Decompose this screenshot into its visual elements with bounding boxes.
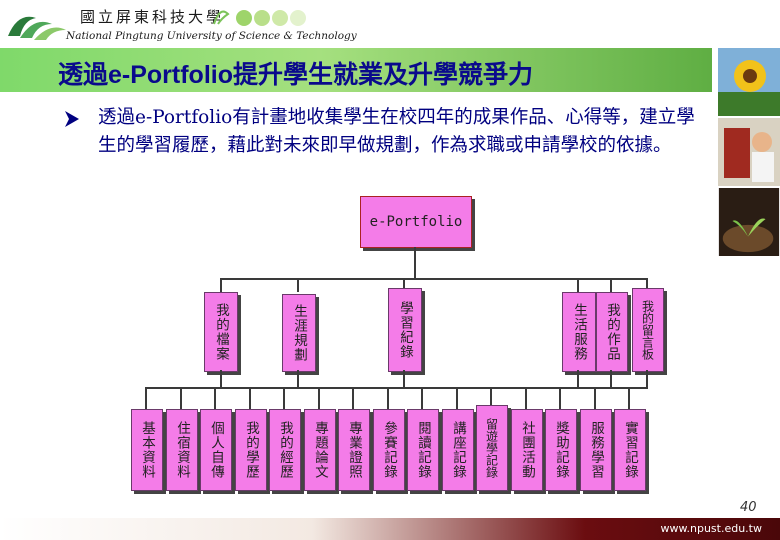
node-learning-record: 學習紀錄 bbox=[388, 288, 422, 372]
connector bbox=[403, 278, 405, 288]
connector bbox=[610, 370, 612, 388]
node-label: 我的學歷 bbox=[243, 421, 259, 479]
node-experience: 我的經歷 bbox=[269, 409, 301, 491]
connector bbox=[387, 387, 389, 409]
connector bbox=[249, 387, 251, 409]
node-life-service: 生活服務 bbox=[562, 292, 596, 372]
photo-strip bbox=[718, 48, 780, 258]
node-competitions: 參賽記錄 bbox=[373, 409, 405, 491]
footer-bar: www.npust.edu.tw bbox=[0, 518, 780, 540]
connector bbox=[145, 387, 147, 409]
worker-photo bbox=[718, 118, 780, 186]
connector bbox=[525, 387, 527, 409]
node-label: 獎助記錄 bbox=[553, 421, 569, 479]
node-label: 學習紀錄 bbox=[397, 301, 413, 359]
node-label: 基本資料 bbox=[139, 421, 155, 479]
node-label: 社團活動 bbox=[519, 421, 535, 479]
node-thesis: 專題論文 bbox=[304, 409, 336, 491]
connector bbox=[220, 370, 222, 388]
node-root: e-Portfolio bbox=[360, 196, 472, 248]
connector bbox=[403, 370, 405, 388]
connector bbox=[283, 387, 285, 409]
sunflower-photo bbox=[718, 48, 780, 116]
node-label: 參賽記錄 bbox=[381, 421, 397, 479]
connector bbox=[628, 387, 630, 409]
connector bbox=[490, 387, 492, 405]
connector bbox=[646, 370, 648, 388]
node-clubs: 社團活動 bbox=[511, 409, 543, 491]
node-message-board: 我的留言板 bbox=[632, 288, 664, 372]
node-label: 我的作品 bbox=[604, 303, 620, 361]
portfolio-diagram: e-Portfolio 我的檔案 生涯規劃 學習紀錄 生活服務 我的作品 我的留… bbox=[120, 190, 680, 510]
node-internship: 實習記錄 bbox=[614, 409, 646, 491]
node-label: 服務學習 bbox=[588, 421, 604, 479]
node-label: 生涯規劃 bbox=[291, 304, 307, 362]
node-label: 我的經歷 bbox=[277, 421, 293, 479]
connector bbox=[220, 278, 222, 292]
connector bbox=[220, 278, 648, 280]
node-my-works: 我的作品 bbox=[596, 292, 628, 372]
node-my-files: 我的檔案 bbox=[204, 292, 238, 372]
connector bbox=[145, 387, 648, 389]
bullet-text: 透過e-Portfolio有計畫地收集學生在校四年的成果作品、心得等，建立學生的… bbox=[98, 107, 695, 156]
node-root-label: e-Portfolio bbox=[369, 214, 463, 230]
footer-url: www.npust.edu.tw bbox=[660, 522, 762, 535]
node-housing-info: 住宿資料 bbox=[166, 409, 198, 491]
node-service-learning: 服務學習 bbox=[580, 409, 612, 491]
connector bbox=[646, 278, 648, 288]
node-label: 實習記錄 bbox=[622, 421, 638, 479]
university-name-zh: 國立屏東科技大學 bbox=[80, 8, 225, 26]
connector bbox=[318, 387, 320, 409]
node-career-planning: 生涯規劃 bbox=[282, 294, 316, 372]
connector bbox=[214, 387, 216, 409]
node-label: 閱讀記錄 bbox=[415, 421, 431, 479]
connector bbox=[180, 387, 182, 409]
connector bbox=[456, 387, 458, 409]
node-label: 專題論文 bbox=[312, 421, 328, 479]
node-label: 留遊學記錄 bbox=[484, 418, 499, 478]
connector bbox=[610, 278, 612, 292]
node-education: 我的學歷 bbox=[235, 409, 267, 491]
university-name-en: National Pingtung University of Science … bbox=[66, 30, 357, 42]
node-lectures: 講座記錄 bbox=[442, 409, 474, 491]
node-label: 講座記錄 bbox=[450, 421, 466, 479]
university-logo bbox=[8, 16, 66, 40]
title-bar: 透過e-Portfolio提升學生就業及升學競爭力 bbox=[0, 48, 712, 92]
connector bbox=[414, 247, 416, 279]
seedling-photo bbox=[718, 188, 780, 256]
connector bbox=[421, 387, 423, 409]
connector bbox=[594, 387, 596, 409]
connector bbox=[559, 387, 561, 409]
node-label: 個人自傳 bbox=[208, 421, 224, 479]
node-label: 住宿資料 bbox=[174, 421, 190, 479]
header: 國立屏東科技大學 National Pingtung University of… bbox=[0, 0, 780, 50]
node-scholarships: 獎助記錄 bbox=[545, 409, 577, 491]
bullet-arrow-icon bbox=[65, 111, 79, 127]
connector bbox=[577, 370, 579, 388]
connector bbox=[297, 278, 299, 292]
node-label: 生活服務 bbox=[571, 303, 587, 361]
connector bbox=[297, 370, 299, 388]
node-reading: 閱讀記錄 bbox=[407, 409, 439, 491]
node-label: 專業證照 bbox=[346, 421, 362, 479]
node-label: 我的留言板 bbox=[640, 300, 655, 360]
connector bbox=[577, 278, 579, 292]
node-autobiography: 個人自傳 bbox=[200, 409, 232, 491]
node-basic-info: 基本資料 bbox=[131, 409, 163, 491]
connector bbox=[352, 387, 354, 409]
node-certificates: 專業證照 bbox=[338, 409, 370, 491]
node-label: 我的檔案 bbox=[213, 303, 229, 361]
slide-title: 透過e-Portfolio提升學生就業及升學競爭力 bbox=[58, 61, 533, 89]
page-number: 40 bbox=[740, 500, 757, 515]
node-study-abroad: 留遊學記錄 bbox=[476, 405, 508, 491]
decorative-circles bbox=[213, 10, 306, 26]
